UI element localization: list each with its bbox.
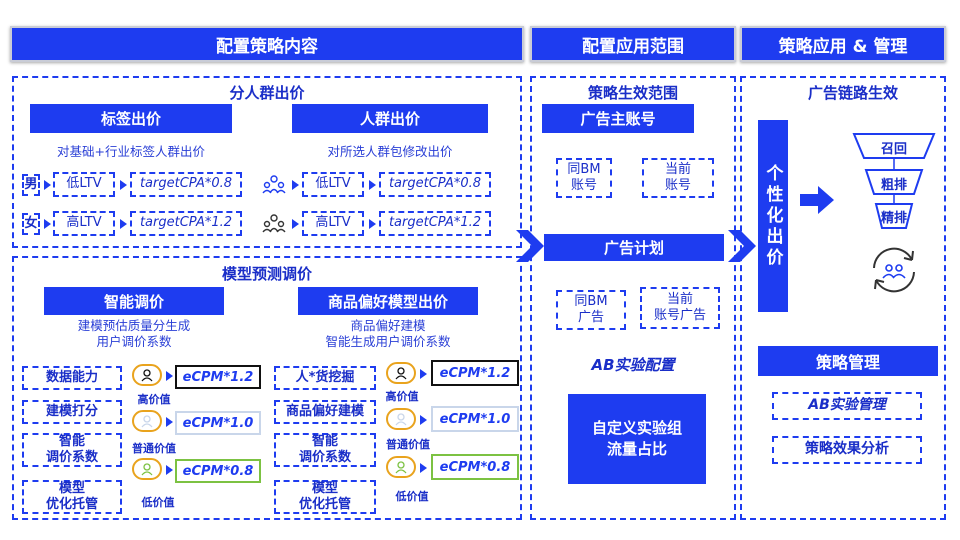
pref-tier-normal-ecpm: eCPM*1.0	[431, 406, 519, 432]
smart-step-host: 模型 优化托管	[22, 480, 122, 514]
funnel-diagram	[852, 133, 936, 229]
smart-step-coef: 智能 调价系数	[22, 433, 122, 467]
smart-step-data: 数据能力	[22, 366, 122, 390]
header-apply-manage: 策略应用 & 管理	[740, 26, 946, 62]
arrow-icon	[166, 465, 173, 475]
panel-scope	[530, 76, 736, 520]
smart-step-score: 建模打分	[22, 400, 122, 424]
panel-audience-bidding	[12, 76, 522, 248]
pref-tier-low-ecpm: eCPM*0.8	[431, 454, 519, 480]
smart-tier-low-ecpm: eCPM*0.8	[175, 459, 261, 483]
header-text: 配置策略内容	[216, 36, 318, 57]
plan-opt-same-bm: 同BM 广告	[556, 290, 626, 330]
user-face-icon	[386, 456, 416, 478]
ad-chain-title: 广告链路生效	[807, 84, 898, 102]
smart-tier-high-label: 高价值	[137, 393, 171, 406]
crowd-row1-ltv: 低LTV	[302, 172, 364, 197]
smart-desc-1: 建模预估质量分生成	[77, 318, 191, 333]
arrow-icon	[420, 369, 427, 379]
tag-row2-cpa: targetCPA*1.2	[130, 211, 242, 236]
pref-model-box: 商品偏好模型出价	[298, 287, 478, 315]
user-face-icon	[132, 364, 162, 386]
pref-tier-normal-label: 普通价值	[386, 438, 430, 451]
arrow-icon	[120, 219, 127, 229]
scope-title: 策略生效范围	[587, 84, 678, 102]
gender-female-label: 女	[22, 213, 40, 235]
user-face-icon	[132, 410, 162, 432]
ad-plan-box: 广告计划	[544, 234, 724, 261]
chevron-right-icon	[728, 230, 756, 262]
advertiser-account-box: 广告主账号	[542, 104, 694, 133]
adv-opt-same-bm: 同BM 账号	[556, 158, 612, 198]
arrow-icon	[120, 180, 127, 190]
smart-tier-normal-label: 普通价值	[132, 442, 176, 455]
cycle-users-icon	[873, 247, 915, 293]
tag-bidding-desc: 对基础+行业标签人群出价	[57, 144, 205, 159]
arrow-icon	[166, 417, 173, 427]
pref-tier-high-ecpm: eCPM*1.2	[431, 360, 519, 386]
funnel-recall: 召回	[880, 142, 907, 157]
ab-experiment-mgmt: AB实验管理	[772, 392, 922, 420]
funnel-coarse-rank: 粗排	[880, 178, 907, 193]
user-face-icon	[386, 362, 416, 384]
panel-model-prediction	[12, 256, 522, 520]
pref-tier-high-label: 高价值	[385, 390, 419, 403]
tag-bidding-box: 标签出价	[30, 104, 232, 133]
arrow-icon	[420, 415, 427, 425]
crowd-row1-cpa: targetCPA*0.8	[379, 172, 491, 197]
adv-opt-current: 当前 账号	[642, 158, 714, 198]
arrow-icon	[420, 463, 427, 473]
crowd-bidding-desc: 对所选人群包修改出价	[327, 144, 453, 159]
arrow-icon	[369, 180, 376, 190]
pref-desc-2: 智能生成用户调价系数	[325, 334, 451, 349]
plan-opt-current: 当前 账号广告	[640, 287, 720, 329]
crowd-bidding-box: 人群出价	[292, 104, 488, 133]
smart-bidding-box: 智能调价	[44, 287, 224, 315]
arrow-right-icon	[800, 186, 834, 214]
ab-custom-group-box: 自定义实验组 流量占比	[568, 394, 706, 484]
pref-tier-low-label: 低价值	[395, 490, 429, 503]
user-face-icon	[386, 408, 416, 430]
funnel-fine-rank: 精排	[880, 211, 907, 226]
header-text: 策略应用 & 管理	[778, 36, 908, 57]
panel-apply	[740, 76, 946, 520]
arrow-icon	[44, 219, 51, 229]
smart-tier-low-label: 低价值	[141, 496, 175, 509]
strategy-effect-analysis: 策略效果分析	[772, 436, 922, 464]
audience-title: 分人群出价	[229, 84, 305, 102]
arrow-icon	[292, 180, 299, 190]
smart-desc-2: 用户调价系数	[96, 334, 172, 349]
arrow-icon	[166, 371, 173, 381]
arrow-icon	[44, 180, 51, 190]
people-group-icon	[262, 175, 286, 194]
header-config-content: 配置策略内容	[10, 26, 524, 62]
pref-step-coef: 智能 调价系数	[274, 433, 376, 467]
arrow-icon	[292, 219, 299, 229]
pref-step-model: 商品偏好建模	[274, 400, 376, 424]
smart-tier-normal-ecpm: eCPM*1.0	[175, 411, 261, 435]
pref-desc-1: 商品偏好建模	[350, 318, 426, 333]
pref-step-host: 模型 优化托管	[274, 480, 376, 514]
arrow-icon	[369, 219, 376, 229]
crowd-row2-cpa: targetCPA*1.2	[379, 211, 491, 236]
user-face-icon	[132, 458, 162, 480]
tag-row1-ltv: 低LTV	[53, 172, 115, 197]
crowd-row2-ltv: 高LTV	[302, 211, 364, 236]
pref-step-mining: 人*货挖掘	[274, 366, 376, 390]
smart-tier-high-ecpm: eCPM*1.2	[175, 365, 261, 389]
gender-male-label: 男	[22, 174, 40, 196]
header-text: 配置应用范围	[582, 36, 684, 57]
strategy-mgmt-box: 策略管理	[758, 346, 938, 376]
header-config-scope: 配置应用范围	[530, 26, 736, 62]
tag-row1-cpa: targetCPA*0.8	[130, 172, 242, 197]
model-title: 模型预测调价	[221, 265, 312, 283]
personalized-bid-box: 个性化出价	[758, 120, 788, 312]
people-group-icon	[262, 214, 286, 233]
ab-config-title: AB实验配置	[591, 356, 675, 374]
tag-row2-ltv: 高LTV	[53, 211, 115, 236]
